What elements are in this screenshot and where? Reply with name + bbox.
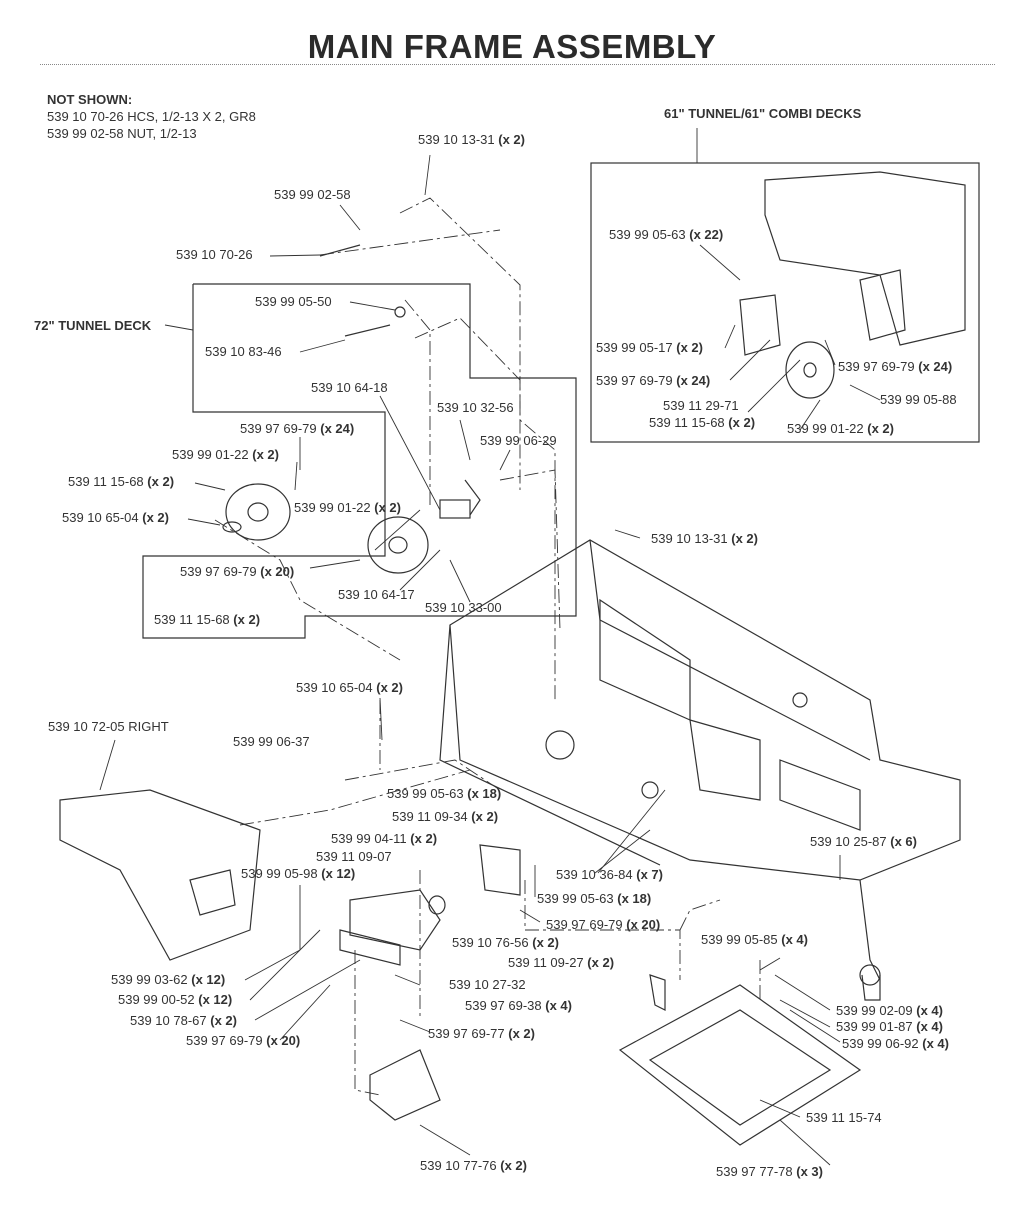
part-label: 539 10 64-18: [311, 380, 388, 395]
part-label: 539 97 69-79 (x 24): [596, 373, 711, 388]
part-label: 539 97 69-79 (x 20): [186, 1033, 301, 1048]
not-shown-header: NOT SHOWN:: [47, 92, 133, 107]
part-label: 539 97 69-79 (x 20): [180, 564, 295, 579]
part-label: 539 97 69-79 (x 24): [240, 421, 355, 436]
part-label: 539 99 06-37: [233, 734, 310, 749]
part-label: 539 97 69-38 (x 4): [465, 998, 572, 1013]
part-label: 539 97 69-77 (x 2): [428, 1026, 535, 1041]
part-label: 539 10 77-76 (x 2): [420, 1158, 527, 1173]
not-shown-line: 539 99 02-58 NUT, 1/2-13: [47, 126, 197, 141]
section-label-combi61: 61" TUNNEL/61" COMBI DECKS: [664, 106, 862, 121]
part-label: 539 11 09-27 (x 2): [508, 955, 615, 970]
part-label: 539 11 15-68 (x 2): [649, 415, 756, 430]
main-frame-drawing: [439, 539, 961, 1001]
part-label: 539 11 09-07: [316, 849, 392, 864]
part-label: 539 99 05-17 (x 2): [596, 340, 703, 355]
part-label: 539 10 32-56: [437, 400, 514, 415]
combi61-drawing: [739, 171, 966, 399]
page-title: MAIN FRAME ASSEMBLY: [307, 28, 717, 65]
fender-drawing: [59, 789, 261, 961]
part-label: 539 99 06-29: [480, 433, 557, 448]
part-label: 539 99 01-87 (x 4): [836, 1019, 943, 1034]
part-label: 539 99 05-98 (x 12): [241, 866, 356, 881]
part-label: 539 99 05-63 (x 18): [387, 786, 502, 801]
part-label: 539 99 02-09 (x 4): [836, 1003, 943, 1018]
part-label: 539 10 70-26: [176, 247, 253, 262]
not-shown-note: NOT SHOWN: 539 10 70-26 HCS, 1/2-13 X 2,…: [47, 91, 256, 142]
part-label: 539 11 09-34 (x 2): [392, 809, 499, 824]
part-label: 539 99 05-88: [880, 392, 957, 407]
part-label: 539 11 29-71: [663, 398, 739, 413]
part-label: 539 99 01-22 (x 2): [172, 447, 279, 462]
part-label: 539 99 04-11 (x 2): [331, 831, 438, 846]
part-label: 539 99 00-52 (x 12): [118, 992, 233, 1007]
part-label: 539 99 05-85 (x 4): [701, 932, 808, 947]
part-label: 539 10 36-84 (x 7): [556, 867, 663, 882]
part-label: 539 10 65-04 (x 2): [296, 680, 403, 695]
lower-parts-drawing: [339, 844, 862, 1146]
part-label: 539 97 69-79 (x 24): [838, 359, 953, 374]
part-label: 539 10 27-32: [449, 977, 526, 992]
part-label: 539 99 01-22 (x 2): [787, 421, 894, 436]
part-label: 539 97 77-78 (x 3): [716, 1164, 823, 1179]
part-label: 539 99 03-62 (x 12): [111, 972, 226, 987]
pulley-drawing: [222, 244, 481, 574]
title-rule: [40, 64, 995, 65]
part-label: 539 10 33-00: [425, 600, 502, 615]
part-label: 539 99 01-22 (x 2): [294, 500, 401, 515]
part-label: 539 10 78-67 (x 2): [130, 1013, 237, 1028]
tunnel72-outline: [142, 283, 577, 639]
part-label: 539 99 05-63 (x 18): [537, 891, 652, 906]
part-label: 539 10 72-05 RIGHT: [48, 719, 169, 734]
part-label: 539 11 15-68 (x 2): [154, 612, 261, 627]
part-label: 539 10 25-87 (x 6): [810, 834, 917, 849]
part-label: 539 99 02-58: [274, 187, 351, 202]
part-label: 539 99 06-92 (x 4): [842, 1036, 949, 1051]
part-label: 539 99 05-63 (x 22): [609, 227, 724, 242]
combi61-box: [590, 162, 980, 443]
part-label: 539 10 76-56 (x 2): [452, 935, 559, 950]
part-label: 539 10 13-31 (x 2): [651, 531, 758, 546]
part-label: 539 10 65-04 (x 2): [62, 510, 169, 525]
part-label: 539 10 13-31 (x 2): [418, 132, 525, 147]
part-label: 539 10 64-17: [338, 587, 415, 602]
not-shown-line: 539 10 70-26 HCS, 1/2-13 X 2, GR8: [47, 109, 256, 124]
part-label: 539 99 05-50: [255, 294, 332, 309]
part-label: 539 11 15-74: [806, 1110, 882, 1125]
part-label: 539 11 15-68 (x 2): [68, 474, 175, 489]
part-label: 539 97 69-79 (x 20): [546, 917, 661, 932]
section-label-tunnel72: 72" TUNNEL DECK: [34, 318, 152, 333]
part-label: 539 10 83-46: [205, 344, 282, 359]
